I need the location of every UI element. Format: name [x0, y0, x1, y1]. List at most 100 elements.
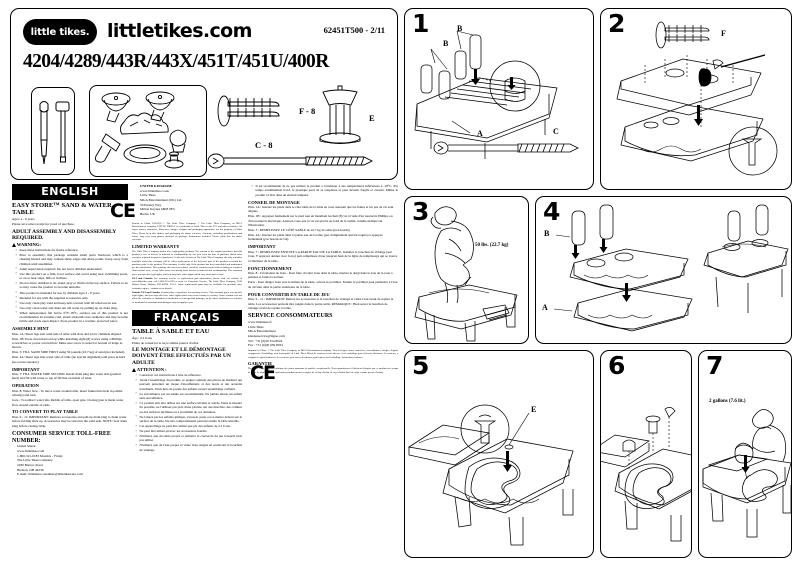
ce-mark-icon: CE [110, 200, 136, 222]
french-hint-4a: Illus. 4A : Insérez les pieds dans la pa… [248, 232, 383, 242]
logo-text: little tikes. [30, 26, 90, 38]
accessories-icon [94, 91, 187, 169]
french-warning-list-cont: Il est recommandé de ne pas utiliser le … [248, 184, 398, 197]
diagram-1-label-c: C [553, 127, 559, 136]
diagram-number: 6 [608, 351, 626, 380]
list-item: Adult supervision required. Do not leave… [16, 266, 129, 271]
french-warning-label-text: ATTENTION : [136, 367, 167, 373]
list-item: When temperatures fall below 0°F/-18°C, … [16, 310, 128, 324]
part-c-label: C - 8 [255, 140, 273, 150]
english-important-text: Illus. 7: FILL WATER SIDE SECOND. Instal… [12, 372, 122, 381]
tools-icon [39, 101, 70, 165]
list-item: Prior to assembly, this package contains… [16, 253, 128, 266]
little-tikes-logo: little tikes. [23, 19, 97, 45]
usa-canada-text: For warranty service or replacement part… [132, 276, 242, 290]
diagram-panel-1: 1 [404, 8, 594, 190]
assembly-hint-4a: Illus. 4A: Insert legs into water side o… [12, 355, 126, 364]
french-warranty-heading: GARANTIE [248, 361, 273, 367]
usa-canada-heading: USA and Canada: [132, 276, 153, 280]
french-warning-label: ATTENTION : [132, 367, 242, 372]
diagram-number: 1 [412, 9, 430, 38]
diagram-5-label-e: E [531, 405, 537, 414]
english-product-title: EASY STORE™ SAND & WATER TABLE [12, 202, 112, 217]
service-website[interactable]: www.littletikes.com [17, 449, 45, 454]
model-numbers: 4204/4289/443R/443X/451T/451U/400R [23, 51, 329, 72]
diagram-number: 7 [706, 351, 724, 380]
french-convert-heading: POUR CONVERTIR EN TABLE DE JEU [248, 291, 330, 297]
english-assembly-hint-heading: ASSEMBLY HINT [12, 326, 49, 332]
website-wordmark: littletikes.com [107, 20, 252, 42]
limited-warranty-heading: LIMITED WARRANTY [132, 243, 180, 249]
list-item: This product is intended for use by chil… [16, 290, 129, 295]
french-service-brand: Little Tikes [248, 324, 264, 329]
french-service-email[interactable]: klantenservice@mgae.com [248, 334, 285, 338]
diagram-6-illustration [601, 407, 691, 542]
french-age: Âge : 2 à 6 ans [132, 335, 152, 340]
instruction-text-area: ENGLISH EASY STORE™ SAND & WATER TABLE A… [10, 184, 398, 558]
french-operation-1: Illus. 8 : Circulation de l'eau - Pour f… [248, 271, 393, 280]
list-item: N'utilisez que du sable propre et remett… [136, 434, 242, 443]
diagram-1-label-b1: B [443, 39, 449, 48]
english-age: Ages: 2 - 6 years [12, 217, 35, 222]
french-print-note: Imprimé en Chine. © The Little Tikes Com… [248, 349, 398, 359]
list-item: Ce produit doit être utilisé sur une sur… [136, 401, 242, 414]
english-language-bar: ENGLISH [12, 184, 128, 200]
diagram-number: 4 [543, 197, 561, 226]
ce-mark-icon-french: CE [250, 362, 276, 384]
limited-warranty-text: The Little Tikes Company makes nice, hig… [132, 249, 242, 276]
english-warning-label: WARNING: [12, 242, 128, 247]
uk-city: Milton Keynes MK8 0ES [140, 207, 175, 212]
service-street: 2180 Barlow Road [17, 463, 43, 468]
service-email[interactable]: E-mail: littletikes.consumer@littletikes… [17, 472, 83, 477]
french-assembly-hint-heading: CONSEIL DE MONTAGE [248, 199, 300, 205]
english-important-heading: IMPORTANT [12, 366, 40, 372]
diagram-panel-3: 3 [404, 196, 529, 344]
list-item: Avant l'assemblage du produit, ce paquet… [136, 378, 242, 391]
french-product-title: TABLE À SABLE ET EAU [132, 327, 210, 335]
uk-company: MGA Entertainment (UK) Ltd [140, 198, 182, 203]
assembly-hint-1a: Illus. 1A: Insert legs into sand side of… [12, 331, 122, 336]
french-service-heading: SERVICE CONSOMMATEURS [248, 313, 333, 320]
french-operation-2: Porte - Pour diriger l'eau vers le milie… [248, 280, 398, 289]
diagram-4-label-a: A [542, 303, 548, 312]
service-phone: 1-800-321-0183 Monday - Friday [17, 453, 63, 458]
outside-text: Contact place of purchase for warranty s… [132, 290, 242, 304]
english-operation-1: Illus. 8: Water flow - To move water aro… [12, 388, 123, 398]
diagram-4-label-b: B [544, 229, 550, 238]
list-item: N'utilisez que de l'eau propre et videz … [136, 443, 242, 452]
french-service-fax: Fax : +31 (0)20 659 8034 [248, 343, 283, 348]
french-continued-column: Il est recommandé de ne pas utiliser le … [248, 184, 398, 558]
french-important-text: Illus. 7 : REMPLISSEZ ENSUITE LA PARTIE … [248, 249, 398, 263]
uk-country: Bucks, UK [140, 212, 156, 217]
outside-warranty: Outside USA and Canada: Contact place of… [132, 291, 242, 304]
drain-plug-part-e-icon [319, 85, 361, 144]
header-panel: little tikes. littletikes.com 62451T500 … [10, 8, 398, 180]
list-item: Il est recommandé de ne pas utiliser le … [252, 184, 398, 197]
english-operation-heading: OPERATION [12, 383, 39, 389]
french-convert-text: Illus. 9 - 11 : IMPORTANT Retirez les ac… [248, 297, 394, 310]
english-service-heading: CONSUMER SERVICE TOLL-FREE NUMBER: [12, 431, 111, 444]
diagram-7-water-quantity: 2 gallons (7.6 lit.) [709, 399, 746, 404]
diagram-3-sand-quantity: 50 lbs. (22.7 kg) [475, 243, 509, 248]
diagram-number: 3 [412, 197, 430, 226]
usa-canada-warranty: USA and Canada: For warranty service or … [132, 277, 242, 290]
assembly-hint-1b: Illus. 1B: Press down hard on leg while … [12, 336, 123, 350]
french-language-bar: FRANÇAIS [132, 309, 242, 326]
english-assembly-heading: ADULT ASSEMBLY AND DISASSEMBLY REQUIRED. [12, 228, 117, 242]
uk-brand: Little Tikes [140, 193, 156, 198]
diagram-number: 2 [608, 9, 626, 38]
warning-label-text: WARNING: [16, 242, 42, 248]
warning-triangle-icon [132, 367, 136, 372]
diagram-number: 5 [412, 351, 430, 380]
list-item: Use only clean play sand and keep unit c… [16, 300, 129, 305]
diagram-panel-5: 5 [404, 350, 594, 558]
outside-heading: Outside USA and Canada: [132, 290, 161, 294]
french-service-website[interactable]: www.littletikes.fr [248, 319, 272, 324]
service-company: The Little Tikes Company [17, 458, 53, 463]
uk-street: 50 Presley Way [140, 202, 162, 207]
anchor-part-f-icon [217, 95, 280, 127]
french-important-heading: IMPORTANT [248, 244, 276, 250]
english-convert-text: Illus. 9 - 11: IMPORTANT: Remove accesso… [12, 414, 127, 428]
part-e-label: E [369, 113, 375, 123]
uk-website[interactable]: www.littletikes.co.uk [140, 188, 169, 193]
